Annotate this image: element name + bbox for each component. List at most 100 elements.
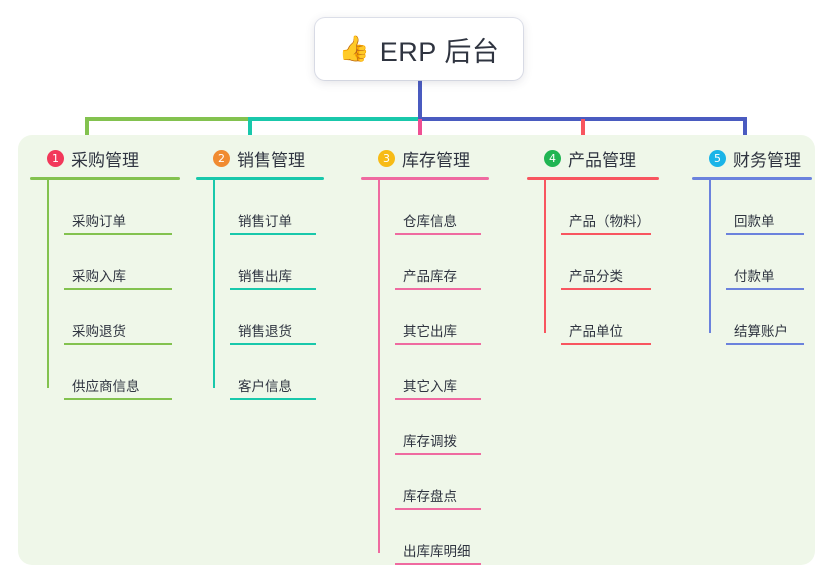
root-title: ERP 后台: [379, 36, 500, 67]
column-branch: 销售订单销售出库销售退货客户信息: [196, 180, 324, 400]
menu-item[interactable]: 产品分类: [561, 235, 651, 290]
menu-item[interactable]: 产品库存: [395, 235, 481, 290]
column-header-2[interactable]: 2 销售管理: [196, 146, 324, 170]
column-title: 产品管理: [568, 150, 636, 170]
column-branch: 仓库信息产品库存其它出库其它入库库存调拨库存盘点出库库明细: [361, 180, 489, 565]
column-header-5[interactable]: 5 财务管理: [692, 146, 812, 170]
menu-item[interactable]: 采购订单: [64, 180, 172, 235]
menu-item-label: 结算账户: [734, 324, 788, 339]
menu-item-underline: [395, 288, 481, 290]
menu-item-label: 仓库信息: [403, 214, 457, 229]
column-underline: [692, 177, 812, 180]
column-badge-icon: 2: [213, 149, 230, 167]
menu-item[interactable]: 库存盘点: [395, 455, 481, 510]
menu-item-underline: [726, 288, 804, 290]
menu-item-label: 出库库明细: [403, 544, 471, 559]
menu-item-underline: [726, 343, 804, 345]
menu-item-underline: [230, 343, 316, 345]
column-2: 2 销售管理销售订单销售出库销售退货客户信息: [196, 146, 324, 400]
column-title: 销售管理: [237, 150, 305, 170]
thumbs-up-icon: 👍: [338, 34, 370, 63]
column-underline: [196, 177, 324, 180]
column-underline: [527, 177, 659, 180]
menu-item-label: 采购订单: [72, 214, 126, 229]
menu-item-label: 回款单: [734, 214, 775, 229]
menu-item-underline: [395, 563, 481, 565]
menu-item[interactable]: 产品（物料）: [561, 180, 651, 235]
column-badge-icon: 1: [47, 149, 64, 167]
menu-item-underline: [230, 233, 316, 235]
menu-item[interactable]: 付款单: [726, 235, 804, 290]
menu-item-label: 产品（物料）: [569, 214, 650, 229]
branch-spine: [213, 180, 215, 388]
column-header-1[interactable]: 1 采购管理: [30, 146, 180, 170]
menu-item-underline: [64, 343, 172, 345]
column-title: 财务管理: [733, 150, 801, 170]
menu-item[interactable]: 供应商信息: [64, 345, 172, 400]
menu-item-underline: [64, 233, 172, 235]
menu-item-label: 采购退货: [72, 324, 126, 339]
menu-item-label: 产品单位: [569, 324, 623, 339]
diagram-panel: [18, 135, 815, 565]
menu-item[interactable]: 库存调拨: [395, 400, 481, 455]
menu-item[interactable]: 采购退货: [64, 290, 172, 345]
menu-item[interactable]: 销售订单: [230, 180, 316, 235]
menu-item[interactable]: 采购入库: [64, 235, 172, 290]
menu-item-underline: [64, 398, 172, 400]
menu-item-label: 产品库存: [403, 269, 457, 284]
menu-item[interactable]: 客户信息: [230, 345, 316, 400]
menu-item-label: 销售订单: [238, 214, 292, 229]
menu-item-underline: [561, 288, 651, 290]
column-4: 4 产品管理产品（物料） 产品分类产品单位: [527, 146, 659, 345]
menu-item-underline: [395, 343, 481, 345]
menu-item[interactable]: 出库库明细: [395, 510, 481, 565]
menu-item-label: 产品分类: [569, 269, 623, 284]
column-5: 5 财务管理回款单付款单结算账户: [692, 146, 812, 345]
menu-item-label: 其它出库: [403, 324, 457, 339]
menu-item-underline: [230, 398, 316, 400]
menu-item[interactable]: 其它出库: [395, 290, 481, 345]
menu-item[interactable]: 结算账户: [726, 290, 804, 345]
branch-spine: [378, 180, 380, 553]
menu-item-label: 供应商信息: [72, 379, 140, 394]
menu-item-underline: [561, 343, 651, 345]
column-1: 1 采购管理采购订单采购入库采购退货供应商信息: [30, 146, 180, 400]
menu-item-label: 其它入库: [403, 379, 457, 394]
menu-item-label: 销售退货: [238, 324, 292, 339]
menu-item-label: 付款单: [734, 269, 775, 284]
column-branch: 产品（物料） 产品分类产品单位: [527, 180, 659, 345]
menu-item[interactable]: 销售出库: [230, 235, 316, 290]
root-node[interactable]: 👍 ERP 后台: [315, 18, 523, 80]
menu-item[interactable]: 产品单位: [561, 290, 651, 345]
column-title: 采购管理: [71, 150, 139, 170]
menu-item-underline: [395, 508, 481, 510]
menu-item-underline: [64, 288, 172, 290]
menu-item-underline: [395, 233, 481, 235]
column-badge-icon: 3: [378, 149, 395, 167]
menu-item-label: 客户信息: [238, 379, 292, 394]
menu-item[interactable]: 销售退货: [230, 290, 316, 345]
branch-spine: [544, 180, 546, 333]
column-branch: 回款单付款单结算账户: [692, 180, 812, 345]
column-badge-icon: 5: [709, 149, 726, 167]
column-header-4[interactable]: 4 产品管理: [527, 146, 659, 170]
menu-item[interactable]: 其它入库: [395, 345, 481, 400]
column-underline: [30, 177, 180, 180]
column-badge-icon: 4: [544, 149, 561, 167]
menu-item-underline: [726, 233, 804, 235]
branch-spine: [47, 180, 49, 388]
menu-item[interactable]: 仓库信息: [395, 180, 481, 235]
menu-item[interactable]: 回款单: [726, 180, 804, 235]
column-underline: [361, 177, 489, 180]
menu-item-underline: [395, 398, 481, 400]
menu-item-label: 采购入库: [72, 269, 126, 284]
menu-item-underline: [395, 453, 481, 455]
menu-item-label: 库存调拨: [403, 434, 457, 449]
menu-item-label: 销售出库: [238, 269, 292, 284]
column-branch: 采购订单采购入库采购退货供应商信息: [30, 180, 180, 400]
branch-spine: [709, 180, 711, 333]
menu-item-underline: [561, 233, 651, 235]
